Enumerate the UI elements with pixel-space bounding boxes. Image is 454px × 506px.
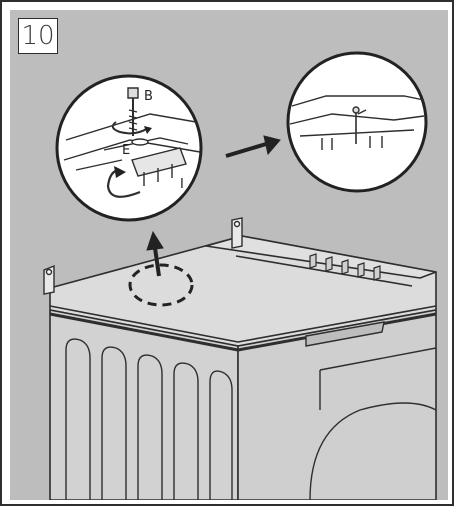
label-part-e: E bbox=[122, 143, 130, 158]
detail-circle-installed bbox=[286, 51, 428, 193]
arrow-right bbox=[225, 135, 281, 158]
appliance-door bbox=[305, 321, 437, 500]
label-part-i: I bbox=[180, 177, 184, 192]
installation-drawing: B E I bbox=[43, 51, 437, 500]
step-number: 10 bbox=[18, 18, 58, 54]
illustration-panel: 10 bbox=[10, 10, 448, 500]
rear-tabs bbox=[309, 253, 381, 281]
arrow-up bbox=[146, 230, 164, 277]
detail-circle-removal: B E I bbox=[55, 74, 203, 222]
highlight-ellipse bbox=[128, 263, 194, 307]
front-ribs bbox=[65, 338, 233, 500]
rear-brackets bbox=[43, 217, 243, 295]
label-screw-b: B bbox=[144, 89, 153, 104]
